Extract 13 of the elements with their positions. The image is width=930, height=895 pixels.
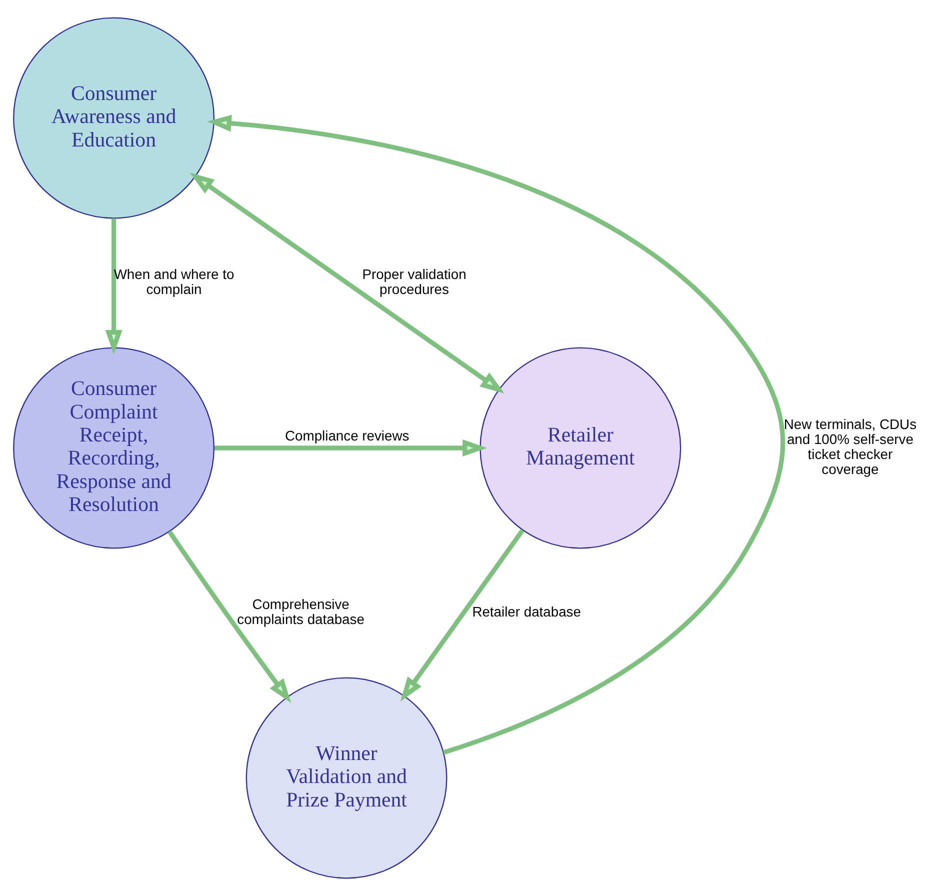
edge-label: Comprehensive complaints database <box>236 596 364 627</box>
node-circle: Consumer Complaint Receipt, Recording, Response and Resolution <box>12 346 214 548</box>
arrow <box>167 530 291 702</box>
edge-label: Proper validation procedures <box>362 266 466 297</box>
arrow <box>214 438 486 456</box>
arrow <box>206 114 784 754</box>
edge-label: Compliance reviews <box>284 427 409 444</box>
arrow <box>104 218 122 354</box>
arrow <box>400 528 524 701</box>
edge-label: When and where to complain <box>113 266 234 297</box>
arrow <box>189 172 504 393</box>
edge-label: New terminals, CDUs and 100% self-serve ticket checker coverage <box>783 416 916 477</box>
edge-label: Retailer database <box>472 603 580 620</box>
